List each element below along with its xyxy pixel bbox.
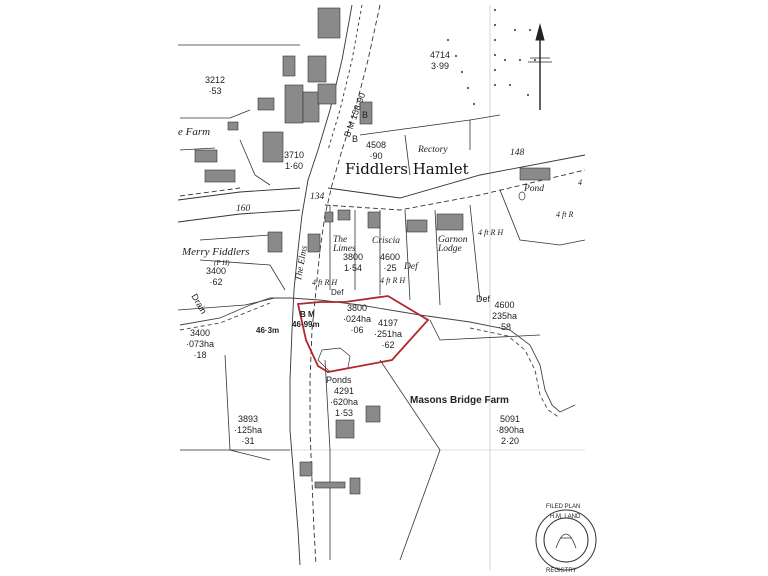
- dotted-boundaries: [446, 8, 537, 106]
- title-boundary: [296, 295, 430, 373]
- label-160: 160: [236, 204, 251, 214]
- label-criscia: Criscia: [372, 236, 400, 246]
- land-registry-stamp-icon: [535, 509, 597, 571]
- label-def-3: Def: [476, 294, 491, 304]
- parcel-4600-criscia: 4600·25: [380, 252, 401, 273]
- label-rh-4: 4 ft R: [556, 210, 574, 219]
- label-ph: (P H): [214, 259, 230, 267]
- label-pond: Pond: [524, 184, 545, 194]
- parcel-3400-ph: 3400·62: [206, 266, 227, 287]
- parcel-3212: 3212·53: [205, 75, 226, 96]
- stamp-top-text: FILED PLAN: [546, 504, 581, 510]
- parcel-4197: 4197·251ha·62: [374, 318, 403, 350]
- field-boundaries: [177, 44, 586, 561]
- label-ponds: Ponds: [326, 375, 352, 385]
- place-name: Fiddlers Hamlet: [345, 160, 469, 178]
- label-garnon-lodge: Garnon Lodge: [438, 235, 468, 254]
- label-148: 148: [510, 148, 525, 158]
- parcel-3893: 3893·125ha·31: [234, 414, 263, 446]
- label-the-limes: The Limes: [333, 235, 356, 254]
- label-b1: B: [362, 110, 369, 120]
- parcel-4508: 4508·90: [366, 140, 387, 161]
- label-bm-height: 46·99m: [292, 320, 320, 329]
- buildings: [194, 7, 551, 495]
- label-rh-3: 4 ft R H: [478, 228, 504, 237]
- label-spot-height: 46·3m: [256, 326, 280, 335]
- stamp-bottom-text: REGISTRY: [546, 568, 577, 574]
- east-west-road: [177, 154, 586, 223]
- label-merry-fiddlers: Merry Fiddlers: [182, 246, 250, 258]
- parcel-3400-073: 3400·073ha·18: [186, 328, 215, 360]
- label-def-1: Def: [404, 262, 418, 272]
- grid-lines: [180, 5, 585, 570]
- label-farm-partial: e Farm: [178, 126, 211, 138]
- stamp-middle-text: H.M. LAND: [550, 514, 581, 520]
- parcel-3800-small: 3800·024ha·06: [343, 303, 372, 335]
- north-arrow-icon: [528, 23, 552, 110]
- label-rectory: Rectory: [418, 145, 448, 155]
- label-4: 4: [578, 178, 582, 187]
- label-rh-2: 4 ft R H: [380, 276, 406, 285]
- label-rh-1: 4 ft R H: [312, 278, 338, 287]
- farm-name: Masons Bridge Farm: [410, 395, 509, 406]
- label-bm: B M: [300, 310, 315, 319]
- label-134: 134: [310, 192, 325, 202]
- stream: [179, 297, 576, 419]
- label-def-2: Def: [331, 288, 344, 297]
- label-b2: B: [352, 134, 359, 144]
